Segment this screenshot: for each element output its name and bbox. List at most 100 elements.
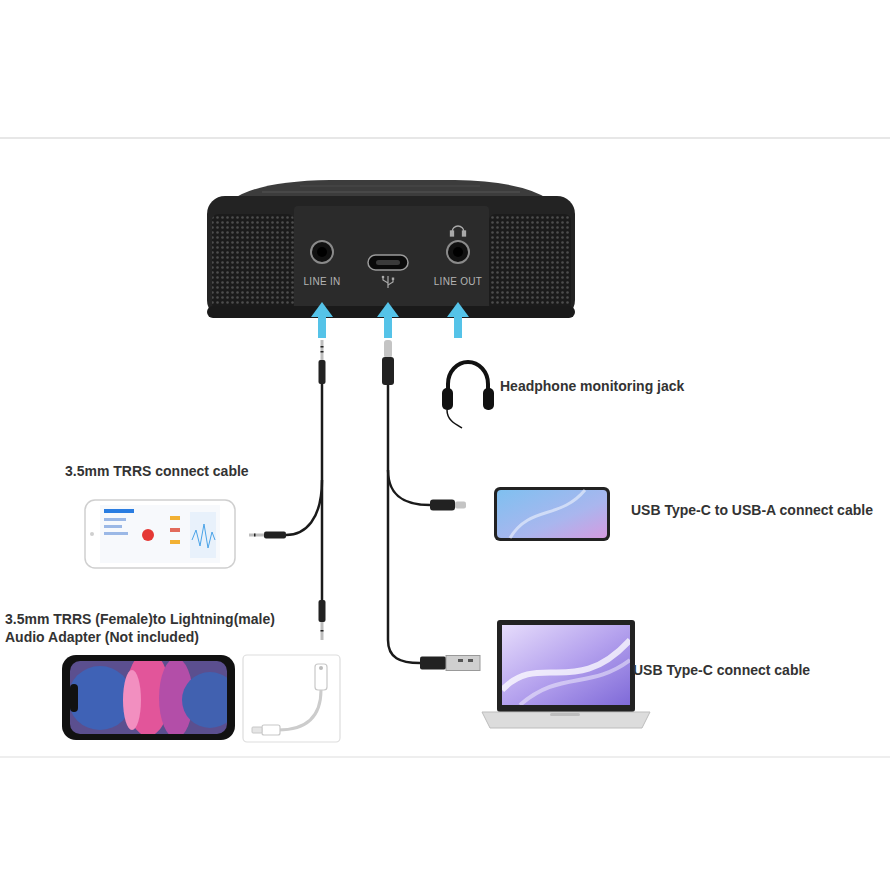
laptop [482, 620, 650, 728]
speakerphone [311, 241, 333, 263]
android-phone-app [170, 528, 180, 532]
audio-cable [264, 532, 286, 539]
usb-cable [388, 470, 430, 505]
audio-cable [249, 534, 264, 537]
pointer-arrows [384, 314, 392, 338]
android-phone-app [192, 524, 215, 548]
usb-cable [382, 340, 480, 671]
android-phone-app [104, 518, 126, 521]
speakerphone [451, 226, 466, 236]
android-phone-app [170, 516, 180, 520]
android-phone-app [85, 500, 235, 568]
usb-cable [468, 659, 473, 662]
speakerphone [453, 247, 463, 257]
usb-cable [446, 656, 480, 671]
audio-cable [254, 534, 256, 537]
audio-cable [249, 340, 326, 640]
headphone-icon [448, 362, 488, 396]
headphone-icon [442, 362, 494, 428]
android-phone-app [104, 525, 122, 528]
iphone [182, 672, 227, 728]
speakerphone [317, 247, 327, 257]
lightning-adapter [243, 655, 340, 742]
speakerphone [207, 196, 575, 318]
speakerphone [463, 231, 466, 236]
huawei-phone [494, 487, 610, 541]
lightning-adapter [252, 727, 262, 733]
port-label: LINE OUT [434, 276, 483, 287]
usb-cable [458, 659, 463, 662]
speakerphone-body: LINE INLINE OUT [207, 193, 575, 318]
iphone [123, 670, 141, 730]
audio-cable [321, 340, 324, 360]
speakerphone [376, 260, 400, 265]
speakerphone [392, 278, 394, 280]
audio-cable [321, 622, 324, 640]
audio-cable [286, 480, 322, 535]
android-phone-app [85, 500, 235, 568]
iphone [70, 684, 78, 712]
speakerphone [294, 206, 489, 314]
callout-label: Headphone monitoring jack [500, 377, 684, 395]
speakerphone [383, 278, 388, 283]
headphone-icon [483, 388, 494, 410]
android-phone-app [104, 509, 134, 513]
usb-cable [388, 470, 420, 663]
speakerphone [447, 241, 469, 263]
audio-cable [321, 384, 324, 480]
laptop [550, 713, 580, 716]
laptop [502, 625, 630, 705]
usb-cable [382, 357, 394, 385]
speakerphone [300, 186, 480, 187]
android-phone-app [104, 532, 128, 535]
lightning-adapter [243, 655, 340, 742]
android-phone-app [142, 529, 154, 541]
lightning-adapter [319, 666, 323, 670]
lightning-adapter [315, 664, 327, 690]
speakerphone [368, 255, 408, 270]
adapter-label: 3.5mm TRRS (Female)to Lightning(male) Au… [5, 610, 305, 646]
pointer-arrows [447, 302, 469, 317]
huawei-phone [494, 487, 610, 541]
cable-label: USB Type-C connect cable [633, 661, 810, 679]
lightning-adapter [262, 725, 280, 735]
pointer-arrows [311, 302, 469, 338]
iphone [70, 666, 132, 730]
usb-cable [430, 500, 455, 511]
huawei-phone [497, 490, 607, 538]
laptop [502, 640, 630, 705]
speakerphone [212, 214, 294, 310]
speakerphone [383, 276, 393, 288]
audio-cable [321, 346, 324, 348]
frame-lines [0, 138, 890, 139]
speakerphone [387, 276, 388, 288]
laptop [520, 660, 630, 705]
usb-cable [420, 657, 446, 670]
android-phone-app [170, 540, 180, 544]
audio-cable [321, 630, 324, 632]
laptop [497, 620, 635, 712]
usb-cable [384, 340, 392, 358]
audio-cable [321, 480, 324, 600]
speakerphone [207, 180, 575, 318]
speakerphone [489, 214, 571, 310]
frame-lines [0, 138, 890, 757]
usb-cable [455, 502, 466, 509]
android-phone-app [100, 505, 220, 563]
speakerphone [382, 276, 385, 279]
android-phone-app [190, 512, 216, 558]
lightning-adapter [278, 690, 321, 730]
speakerphone [451, 231, 454, 236]
laptop [482, 712, 650, 728]
iphone [70, 661, 227, 734]
frame-lines [0, 757, 890, 758]
cable-label: 3.5mm TRRS connect cable [65, 462, 249, 480]
headphone-icon [447, 410, 462, 428]
iphone [62, 652, 238, 740]
audio-cable [319, 360, 326, 384]
pointer-arrows [311, 302, 333, 317]
speakerphone [262, 192, 520, 193]
headphone-icon [442, 388, 453, 410]
